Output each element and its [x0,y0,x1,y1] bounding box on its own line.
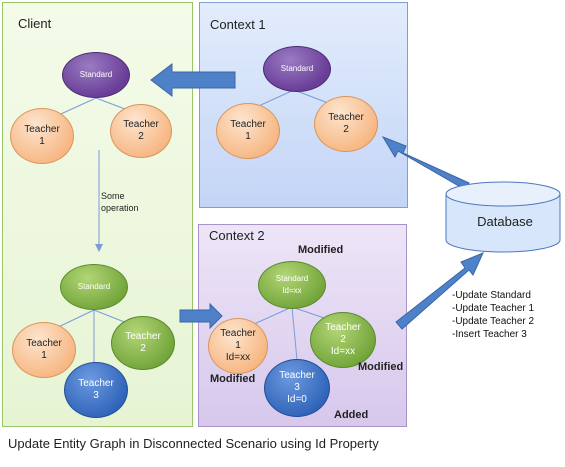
arrow-context1-to-client [150,62,236,98]
context1-standard-label: Standard [280,64,314,73]
operations-list: -Update Standard -Update Teacher 1 -Upda… [452,289,534,341]
context2-teacher2-label: Teacher 2 Id=xx [325,322,361,357]
client-bottom-teacher1-node: Teacher 1 [12,322,76,378]
arrow-database-to-context1 [381,136,470,190]
context1-teacher1-label: Teacher 1 [230,119,266,142]
context2-teacher3-status: Added [334,409,369,421]
client-bottom-teacher1-label: Teacher 1 [26,338,62,361]
context2-teacher1-node: Teacher 1 Id=xx [208,318,268,374]
context1-title: Context 1 [210,17,266,32]
client-bottom-teacher3-label: Teacher 3 [78,378,114,401]
database-cylinder [445,181,561,253]
arrow-client-to-context2 [179,302,223,330]
operation-item: -Update Standard [452,290,531,301]
client-bottom-standard-node: Standard [60,264,128,310]
context2-title: Context 2 [209,228,265,243]
context1-standard-node: Standard [263,46,331,92]
client-title: Client [18,16,52,31]
client-teacher2-node: Teacher 2 [110,104,172,158]
client-standard-node: Standard [62,52,130,98]
context2-teacher3-node: Teacher 3 Id=0 [264,359,330,417]
client-teacher2-label: Teacher 2 [123,119,159,142]
operation-item: -Update Teacher 2 [452,316,535,327]
context2-teacher3-label: Teacher 3 Id=0 [279,370,315,405]
arrow-context2-to-database [395,252,484,330]
operation-label: Some operation [101,191,139,213]
context2-standard-status: Modified [298,244,344,256]
context1-teacher1-node: Teacher 1 [216,103,280,159]
client-bottom-standard-label: Standard [77,282,111,291]
client-teacher1-node: Teacher 1 [10,108,74,164]
database-label: Database [477,214,533,229]
context2-teacher2-status: Modified [358,361,404,373]
context2-standard-node: Standard Id=xx [258,261,326,309]
context2-standard-label: Standard Id=xx [275,274,309,295]
operation-item: -Insert Teacher 3 [452,329,527,340]
client-bottom-teacher2-node: Teacher 2 [111,316,175,370]
operation-item: -Update Teacher 1 [452,303,535,314]
client-bottom-teacher3-node: Teacher 3 [64,362,128,418]
client-standard-label: Standard [79,70,113,79]
context2-teacher2-node: Teacher 2 Id=xx [310,312,376,368]
context2-teacher1-status: Modified [210,373,256,385]
context1-teacher2-label: Teacher 2 [328,112,364,135]
context2-teacher1-label: Teacher 1 Id=xx [220,328,256,363]
context1-teacher2-node: Teacher 2 [314,96,378,152]
caption: Update Entity Graph in Disconnected Scen… [8,436,379,451]
client-teacher1-label: Teacher 1 [24,124,60,147]
client-bottom-teacher2-label: Teacher 2 [125,331,161,354]
